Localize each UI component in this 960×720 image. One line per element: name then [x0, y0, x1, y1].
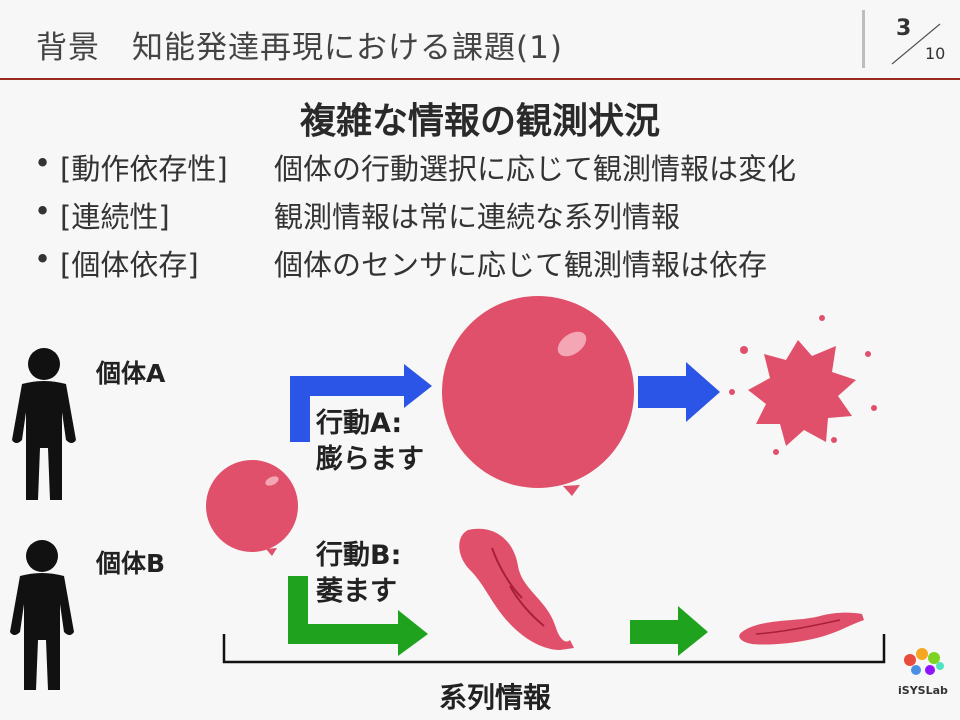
header-rule: [0, 78, 960, 80]
action-b-verb: 萎ます: [316, 576, 397, 607]
action-a-verb: 膨らます: [316, 444, 424, 475]
main-heading: 複雑な情報の観測状況: [299, 101, 660, 142]
lab-logo-icon: [904, 648, 944, 675]
series-info-label: 系列情報: [438, 681, 551, 714]
lab-logo-text: iSYSLab: [898, 684, 948, 697]
series-bracket: [222, 634, 886, 664]
person-b-label: 個体B: [96, 549, 166, 578]
small-balloon-icon: [206, 460, 298, 556]
page-number: 3: [896, 16, 912, 41]
bullet-tag: [個体依存]: [60, 248, 199, 282]
bullet-description: 観測情報は常に連続な系列情報: [274, 200, 681, 234]
bullet-dot: •: [34, 242, 52, 276]
arrow-b2-icon: [630, 606, 708, 656]
arrow-b-icon: [288, 576, 428, 656]
flat-balloon-icon: [739, 612, 864, 645]
header-divider: [862, 10, 865, 68]
person-a-icon: [12, 348, 76, 500]
arrow-a2-icon: [638, 362, 720, 422]
person-a-label: 個体A: [96, 359, 166, 388]
bullet-dot: •: [34, 194, 52, 228]
page-slash: [891, 23, 941, 65]
bullet-tag: [動作依存性]: [60, 152, 228, 186]
large-balloon-icon: [442, 296, 634, 496]
action-b-label: 行動B: 萎ます: [316, 538, 401, 610]
page-total: 10: [925, 44, 946, 63]
action-b-title: 行動B:: [316, 540, 402, 571]
burst-icon: [729, 315, 877, 455]
arrow-a-icon: [290, 364, 432, 442]
action-a-title: 行動A:: [316, 408, 403, 439]
bullet-tag: [連続性]: [60, 200, 170, 234]
bullet-dot: •: [34, 146, 52, 180]
bullet-description: 個体のセンサに応じて観測情報は依存: [274, 248, 768, 282]
action-a-label: 行動A: 膨らます: [316, 406, 424, 478]
person-b-icon: [10, 540, 74, 690]
slide-title: 背景 知能発達再現における課題(1): [36, 30, 563, 66]
bullet-description: 個体の行動選択に応じて観測情報は変化: [274, 152, 797, 186]
deflating-balloon-icon: [459, 528, 574, 650]
